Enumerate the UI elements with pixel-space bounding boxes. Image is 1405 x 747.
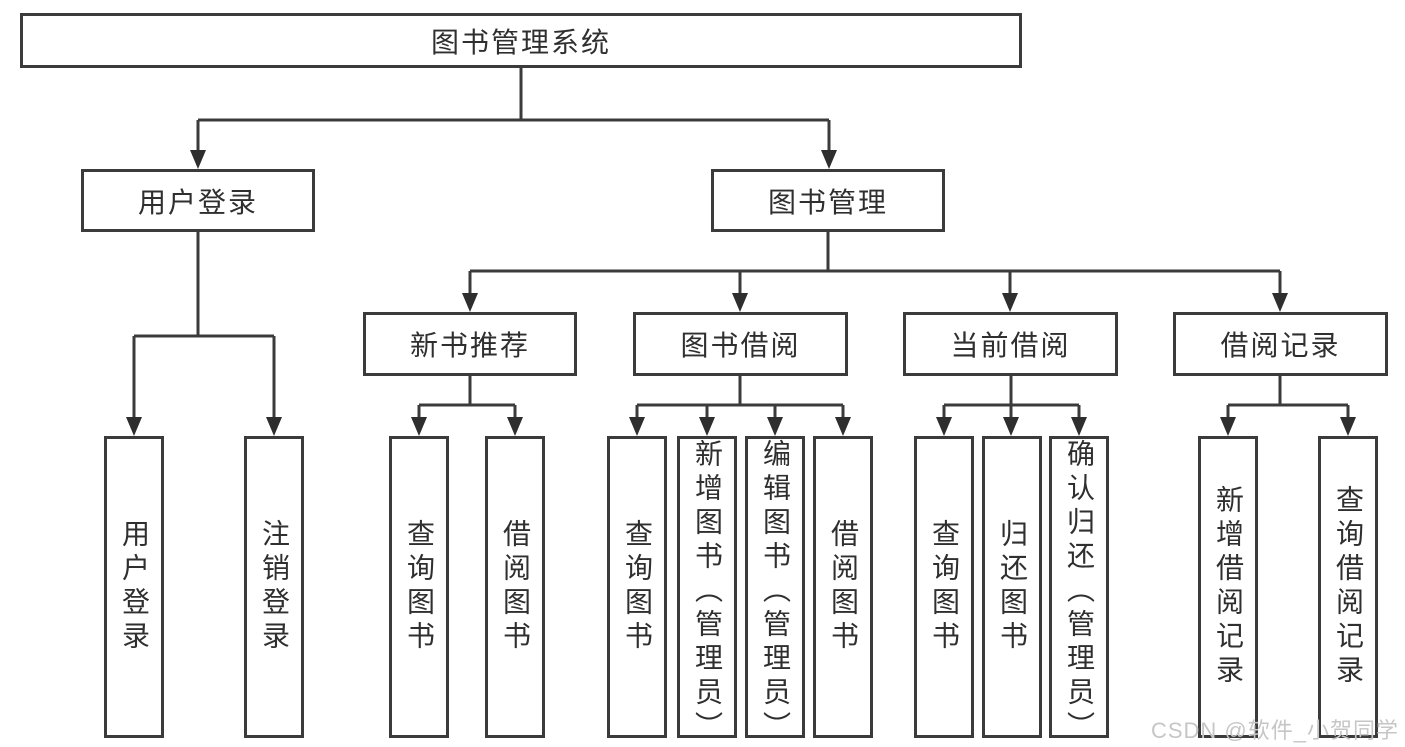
leaf-add-borrow-record: 新增借阅记录 xyxy=(1198,436,1258,738)
node-user-login: 用户登录 xyxy=(81,169,315,232)
node-borrow-records: 借阅记录 xyxy=(1173,312,1388,376)
leaf-edit-books-admin: 编辑图书（管理员） xyxy=(745,436,805,745)
node-new-book-recommend: 新书推荐 xyxy=(363,312,577,376)
leaf-confirm-return-admin: 确认归还（管理员） xyxy=(1049,436,1109,745)
node-library-management-system: 图书管理系统 xyxy=(20,13,1022,68)
leaf-query-books-borrow: 查询图书 xyxy=(607,436,667,738)
leaf-borrow-books-borrow: 借阅图书 xyxy=(813,436,873,738)
node-current-borrow: 当前借阅 xyxy=(903,312,1118,376)
leaf-user-login: 用户登录 xyxy=(104,436,164,738)
leaf-add-books-admin: 新增图书（管理员） xyxy=(677,436,737,745)
leaf-query-books-recommend: 查询图书 xyxy=(389,436,449,738)
leaf-query-borrow-record: 查询借阅记录 xyxy=(1318,436,1378,738)
arrowheads xyxy=(126,150,1356,436)
node-book-management: 图书管理 xyxy=(711,169,945,232)
leaf-query-books-current: 查询图书 xyxy=(914,436,974,738)
node-book-borrow: 图书借阅 xyxy=(633,312,848,376)
csdn-watermark: CSDN @软件_小贺同学 xyxy=(1150,718,1399,743)
leaf-logout-login: 注销登录 xyxy=(244,436,304,738)
leaf-return-books: 归还图书 xyxy=(982,436,1042,738)
leaf-borrow-books-recommend: 借阅图书 xyxy=(485,436,545,738)
